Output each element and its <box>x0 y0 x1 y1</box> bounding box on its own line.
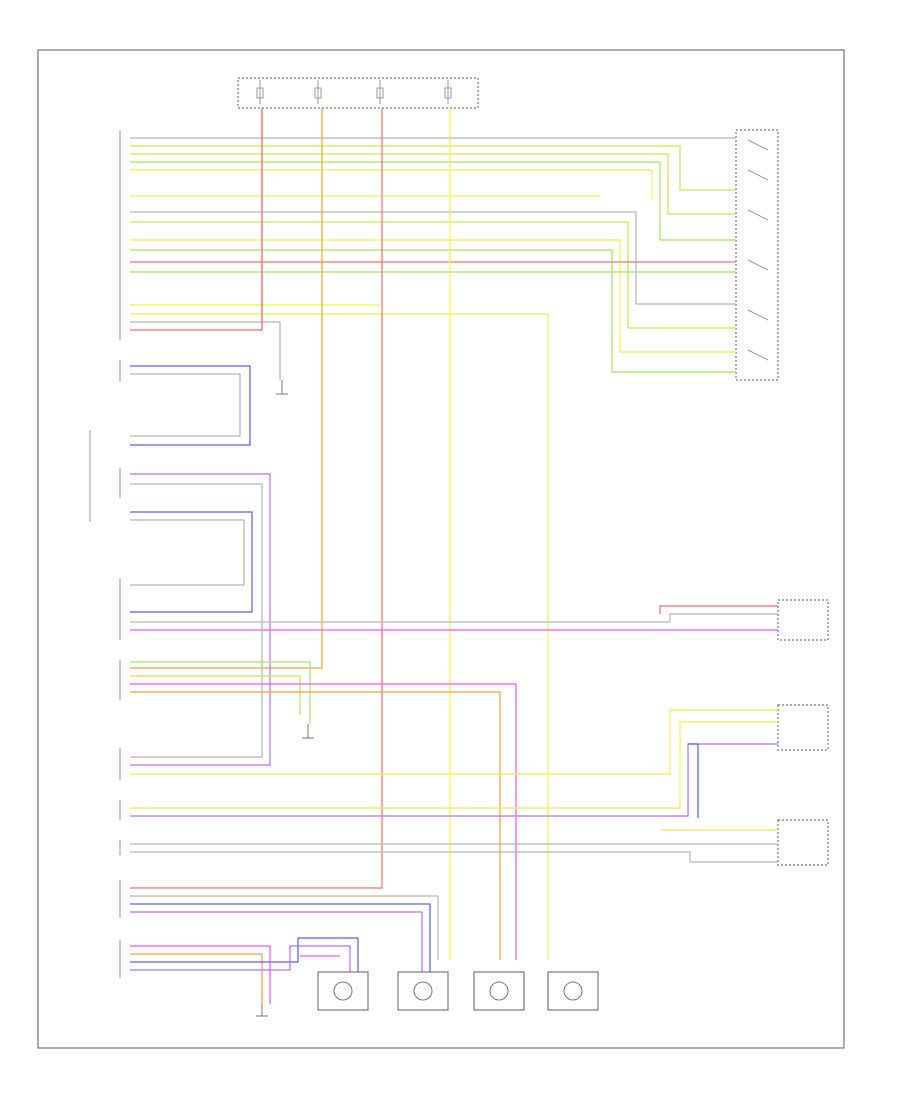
wire <box>130 721 778 809</box>
wire <box>130 675 301 715</box>
wire <box>130 519 245 586</box>
fuse-block <box>237 77 479 109</box>
wire <box>130 945 351 972</box>
wire <box>130 511 253 613</box>
wire <box>130 108 323 669</box>
wire <box>130 683 517 960</box>
wire <box>130 108 383 889</box>
wire <box>130 945 271 1004</box>
wire <box>130 221 736 329</box>
motor-right-rear <box>397 971 449 1011</box>
passenger-window-switch <box>777 599 829 641</box>
wire <box>130 743 778 817</box>
ground-symbol-1 <box>276 380 288 395</box>
wire <box>130 691 501 960</box>
connector-bracket-left <box>89 130 121 978</box>
motor-driver <box>547 971 599 1011</box>
wire <box>130 145 736 191</box>
wire <box>130 851 778 863</box>
wire <box>130 373 241 437</box>
wire-group <box>130 108 778 1004</box>
left-rear-window-switch <box>777 704 829 751</box>
wire <box>130 473 271 766</box>
fuse-2 <box>314 80 322 104</box>
wire <box>130 365 251 446</box>
wire <box>130 953 263 1004</box>
wire <box>130 911 423 972</box>
motor-passenger <box>473 971 525 1011</box>
wire <box>130 108 263 331</box>
wire <box>130 709 778 775</box>
fuse-1 <box>256 80 264 104</box>
wire <box>130 211 736 305</box>
wire <box>130 895 439 960</box>
fuse-3 <box>376 80 384 104</box>
wire <box>130 313 549 960</box>
wire <box>130 169 653 200</box>
diagram-frame <box>37 49 845 1049</box>
wire <box>130 903 431 972</box>
wire <box>130 321 281 380</box>
fuse-4 <box>444 80 452 104</box>
wire <box>130 483 263 758</box>
wire <box>130 249 736 373</box>
ground-symbol-3 <box>256 1004 268 1017</box>
control-switch-module <box>735 129 779 381</box>
ground-symbol-2 <box>302 724 314 739</box>
wire <box>130 661 311 724</box>
wire <box>659 605 778 614</box>
motor-left-rear <box>317 971 369 1011</box>
wire <box>130 937 359 972</box>
wire <box>130 613 778 623</box>
wire <box>130 161 736 241</box>
wire <box>130 153 736 215</box>
right-rear-window-switch <box>777 819 829 866</box>
wire <box>688 743 699 818</box>
wire <box>130 239 736 353</box>
